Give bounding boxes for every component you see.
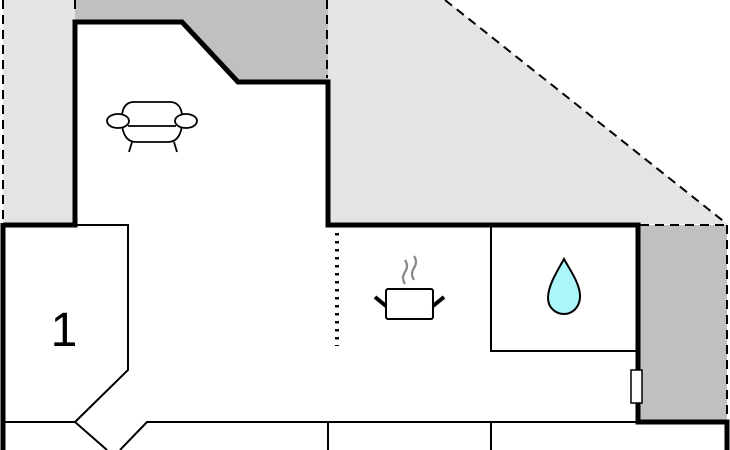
room-number-label: 1 (51, 304, 78, 357)
armchair-icon (106, 101, 198, 153)
interior-walls (3, 224, 638, 450)
right-covered-area (638, 225, 727, 420)
plot-boundary (2, 0, 728, 420)
cooking-pot-icon (373, 255, 446, 320)
left-terrace (3, 0, 75, 225)
window-marker (630, 369, 643, 404)
water-drop-icon (546, 256, 582, 316)
right-terrace (328, 0, 727, 224)
exterior-walls (0, 19, 730, 450)
